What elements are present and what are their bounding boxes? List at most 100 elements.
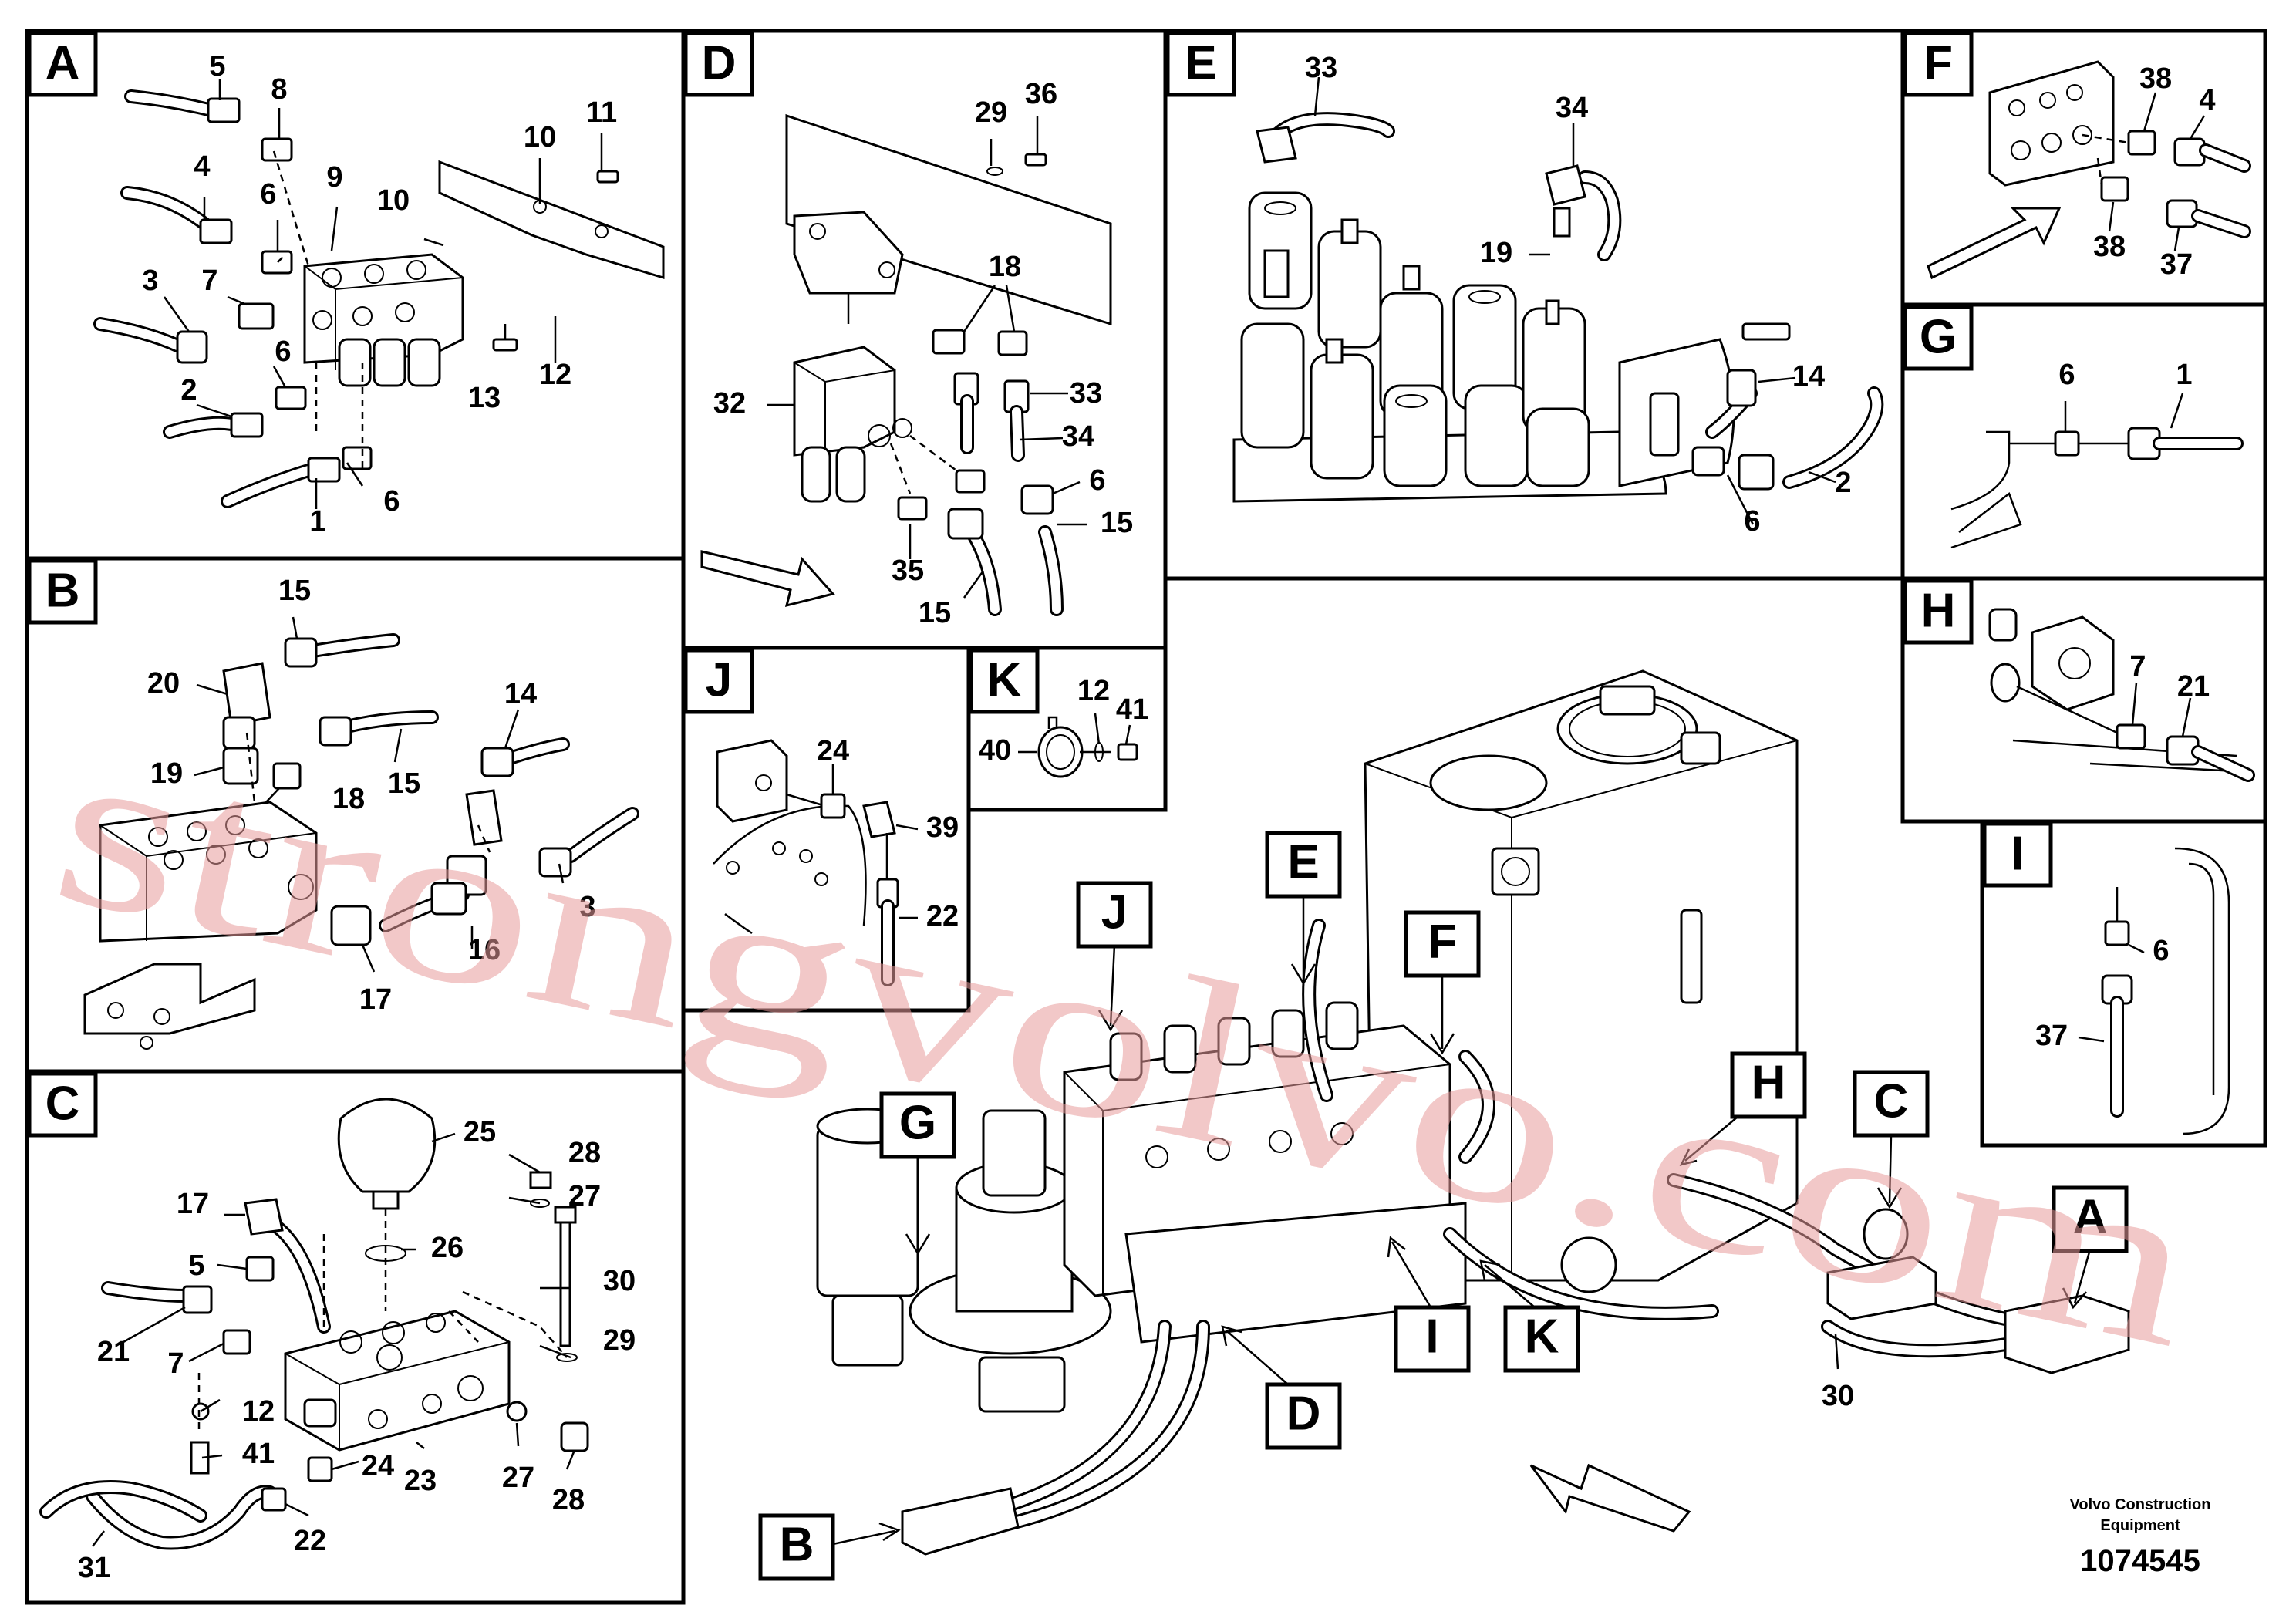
panel-a: A 5 8 4 xyxy=(25,29,686,561)
panel-j: J 24 39 22 xyxy=(681,646,971,1013)
callout-letter: J xyxy=(1101,885,1128,939)
part-number: 10 xyxy=(524,121,556,153)
panel-letter-k: K xyxy=(987,653,1022,706)
callout-f: F xyxy=(1404,910,1481,1055)
part-number: 8 xyxy=(271,73,287,106)
panel-letter-i: I xyxy=(2011,827,2024,880)
callouts: E J F G H C A xyxy=(758,831,2129,1581)
panel-d: D 29 36 18 32 33 34 6 xyxy=(681,29,1168,650)
callout-letter: A xyxy=(2073,1190,2108,1243)
part-number: 6 xyxy=(2058,359,2075,391)
part-number: 29 xyxy=(603,1324,636,1357)
part-number: 33 xyxy=(1305,52,1337,84)
part-number: 32 xyxy=(713,387,746,420)
panel-f: F 38 4 38 37 xyxy=(1900,29,2267,307)
callout-j: J xyxy=(1076,881,1153,1032)
part-number: 22 xyxy=(926,900,959,932)
part-number: 12 xyxy=(539,359,571,391)
panel-j-numbers: 24 39 22 xyxy=(817,735,959,932)
part-number: 30 xyxy=(1822,1380,1854,1412)
panel-b: B 15 20 19 18 15 14 xyxy=(25,556,686,1074)
panel-d-numbers: 29 36 18 32 33 34 6 15 35 15 xyxy=(713,78,1133,629)
part-number: 41 xyxy=(242,1438,275,1470)
panel-h: H 7 21 xyxy=(1900,576,2267,824)
callout-letter: C xyxy=(1874,1074,1909,1128)
part-number: 5 xyxy=(209,50,225,83)
part-number: 41 xyxy=(1116,693,1148,726)
callout-letter: E xyxy=(1287,835,1319,889)
part-number: 16 xyxy=(468,934,501,966)
part-number: 18 xyxy=(989,251,1021,283)
part-number: 26 xyxy=(431,1232,464,1264)
part-number: 21 xyxy=(97,1336,130,1368)
callout-c: C xyxy=(1853,1070,1930,1209)
panel-b-numbers: 15 20 19 18 15 14 3 16 17 xyxy=(147,575,596,1016)
part-number: 37 xyxy=(2160,248,2193,281)
callout-letter: G xyxy=(899,1096,936,1149)
panel-k: K 12 41 40 xyxy=(966,646,1168,812)
panel-i: I 6 37 xyxy=(1980,819,2267,1148)
footer-code: 1074545 xyxy=(2080,1544,2200,1578)
part-number: 17 xyxy=(177,1188,209,1220)
part-number: 39 xyxy=(926,811,959,844)
part-number: 34 xyxy=(1062,420,1094,453)
part-number: 36 xyxy=(1025,78,1057,110)
part-number: 7 xyxy=(167,1347,184,1380)
part-number: 1 xyxy=(2176,359,2192,391)
part-number: 18 xyxy=(332,783,365,815)
part-number: 19 xyxy=(150,757,183,790)
panel-g: G 6 1 xyxy=(1900,302,2267,581)
panel-k-numbers: 12 41 40 xyxy=(979,675,1148,767)
panel-letter-f: F xyxy=(1923,36,1953,89)
callout-b: B xyxy=(758,1513,901,1581)
footer-line1: Volvo Construction xyxy=(2070,1496,2211,1513)
panel-a-numbers: 5 8 4 6 9 10 11 10 3 7 6 2 13 12 1 6 xyxy=(142,50,617,538)
part-number: 5 xyxy=(188,1249,204,1282)
part-number: 4 xyxy=(194,150,210,183)
part-number: 11 xyxy=(586,96,617,129)
callout-d: D xyxy=(1221,1325,1342,1450)
part-number: 22 xyxy=(294,1525,326,1557)
part-number: 29 xyxy=(975,96,1007,129)
part-number: 3 xyxy=(579,891,595,923)
panel-e: E xyxy=(1163,29,1905,581)
callout-e: E xyxy=(1265,831,1342,986)
part-number: 38 xyxy=(2093,231,2126,263)
panel-letter-d: D xyxy=(702,36,737,89)
part-number: 1 xyxy=(309,505,325,538)
panel-c-numbers: 25 28 27 17 26 5 30 21 7 29 12 41 23 27 … xyxy=(78,1116,636,1584)
part-number: 24 xyxy=(817,735,849,767)
part-number: 2 xyxy=(1835,467,1851,499)
part-number: 6 xyxy=(1089,464,1105,497)
callout-a: A xyxy=(2052,1185,2129,1310)
panel-letter-h: H xyxy=(1921,584,1956,637)
part-number: 40 xyxy=(979,734,1011,767)
part-number: 21 xyxy=(2177,670,2210,703)
part-number: 6 xyxy=(383,485,400,518)
part-number: 23 xyxy=(404,1465,437,1497)
panel-letter-g: G xyxy=(1920,310,1957,363)
part-number: 7 xyxy=(201,265,217,297)
part-number: 15 xyxy=(278,575,311,607)
part-number: 14 xyxy=(504,678,537,710)
panel-letter-j: J xyxy=(706,653,732,706)
callout-letter: B xyxy=(780,1518,814,1571)
part-number: 2 xyxy=(180,374,197,406)
part-number: 35 xyxy=(892,555,924,587)
panel-f-numbers: 38 4 38 37 xyxy=(2093,62,2216,281)
part-number: 14 xyxy=(1792,360,1825,393)
part-number: 33 xyxy=(1070,377,1102,410)
part-number: 3 xyxy=(142,265,158,297)
part-number: 12 xyxy=(1077,675,1110,707)
part-number: 17 xyxy=(359,983,392,1016)
part-number: 15 xyxy=(1101,507,1133,539)
panel-letter-b: B xyxy=(46,564,80,617)
callout-i: I xyxy=(1387,1236,1471,1373)
callout-letter: I xyxy=(1425,1310,1438,1363)
callout-letter: F xyxy=(1428,915,1457,968)
callout-k: K xyxy=(1479,1259,1580,1373)
part-number: 9 xyxy=(326,161,342,194)
panel-c: C 25 28 xyxy=(25,1069,686,1605)
part-number: 4 xyxy=(2199,84,2215,116)
callout-letter: D xyxy=(1286,1387,1321,1440)
